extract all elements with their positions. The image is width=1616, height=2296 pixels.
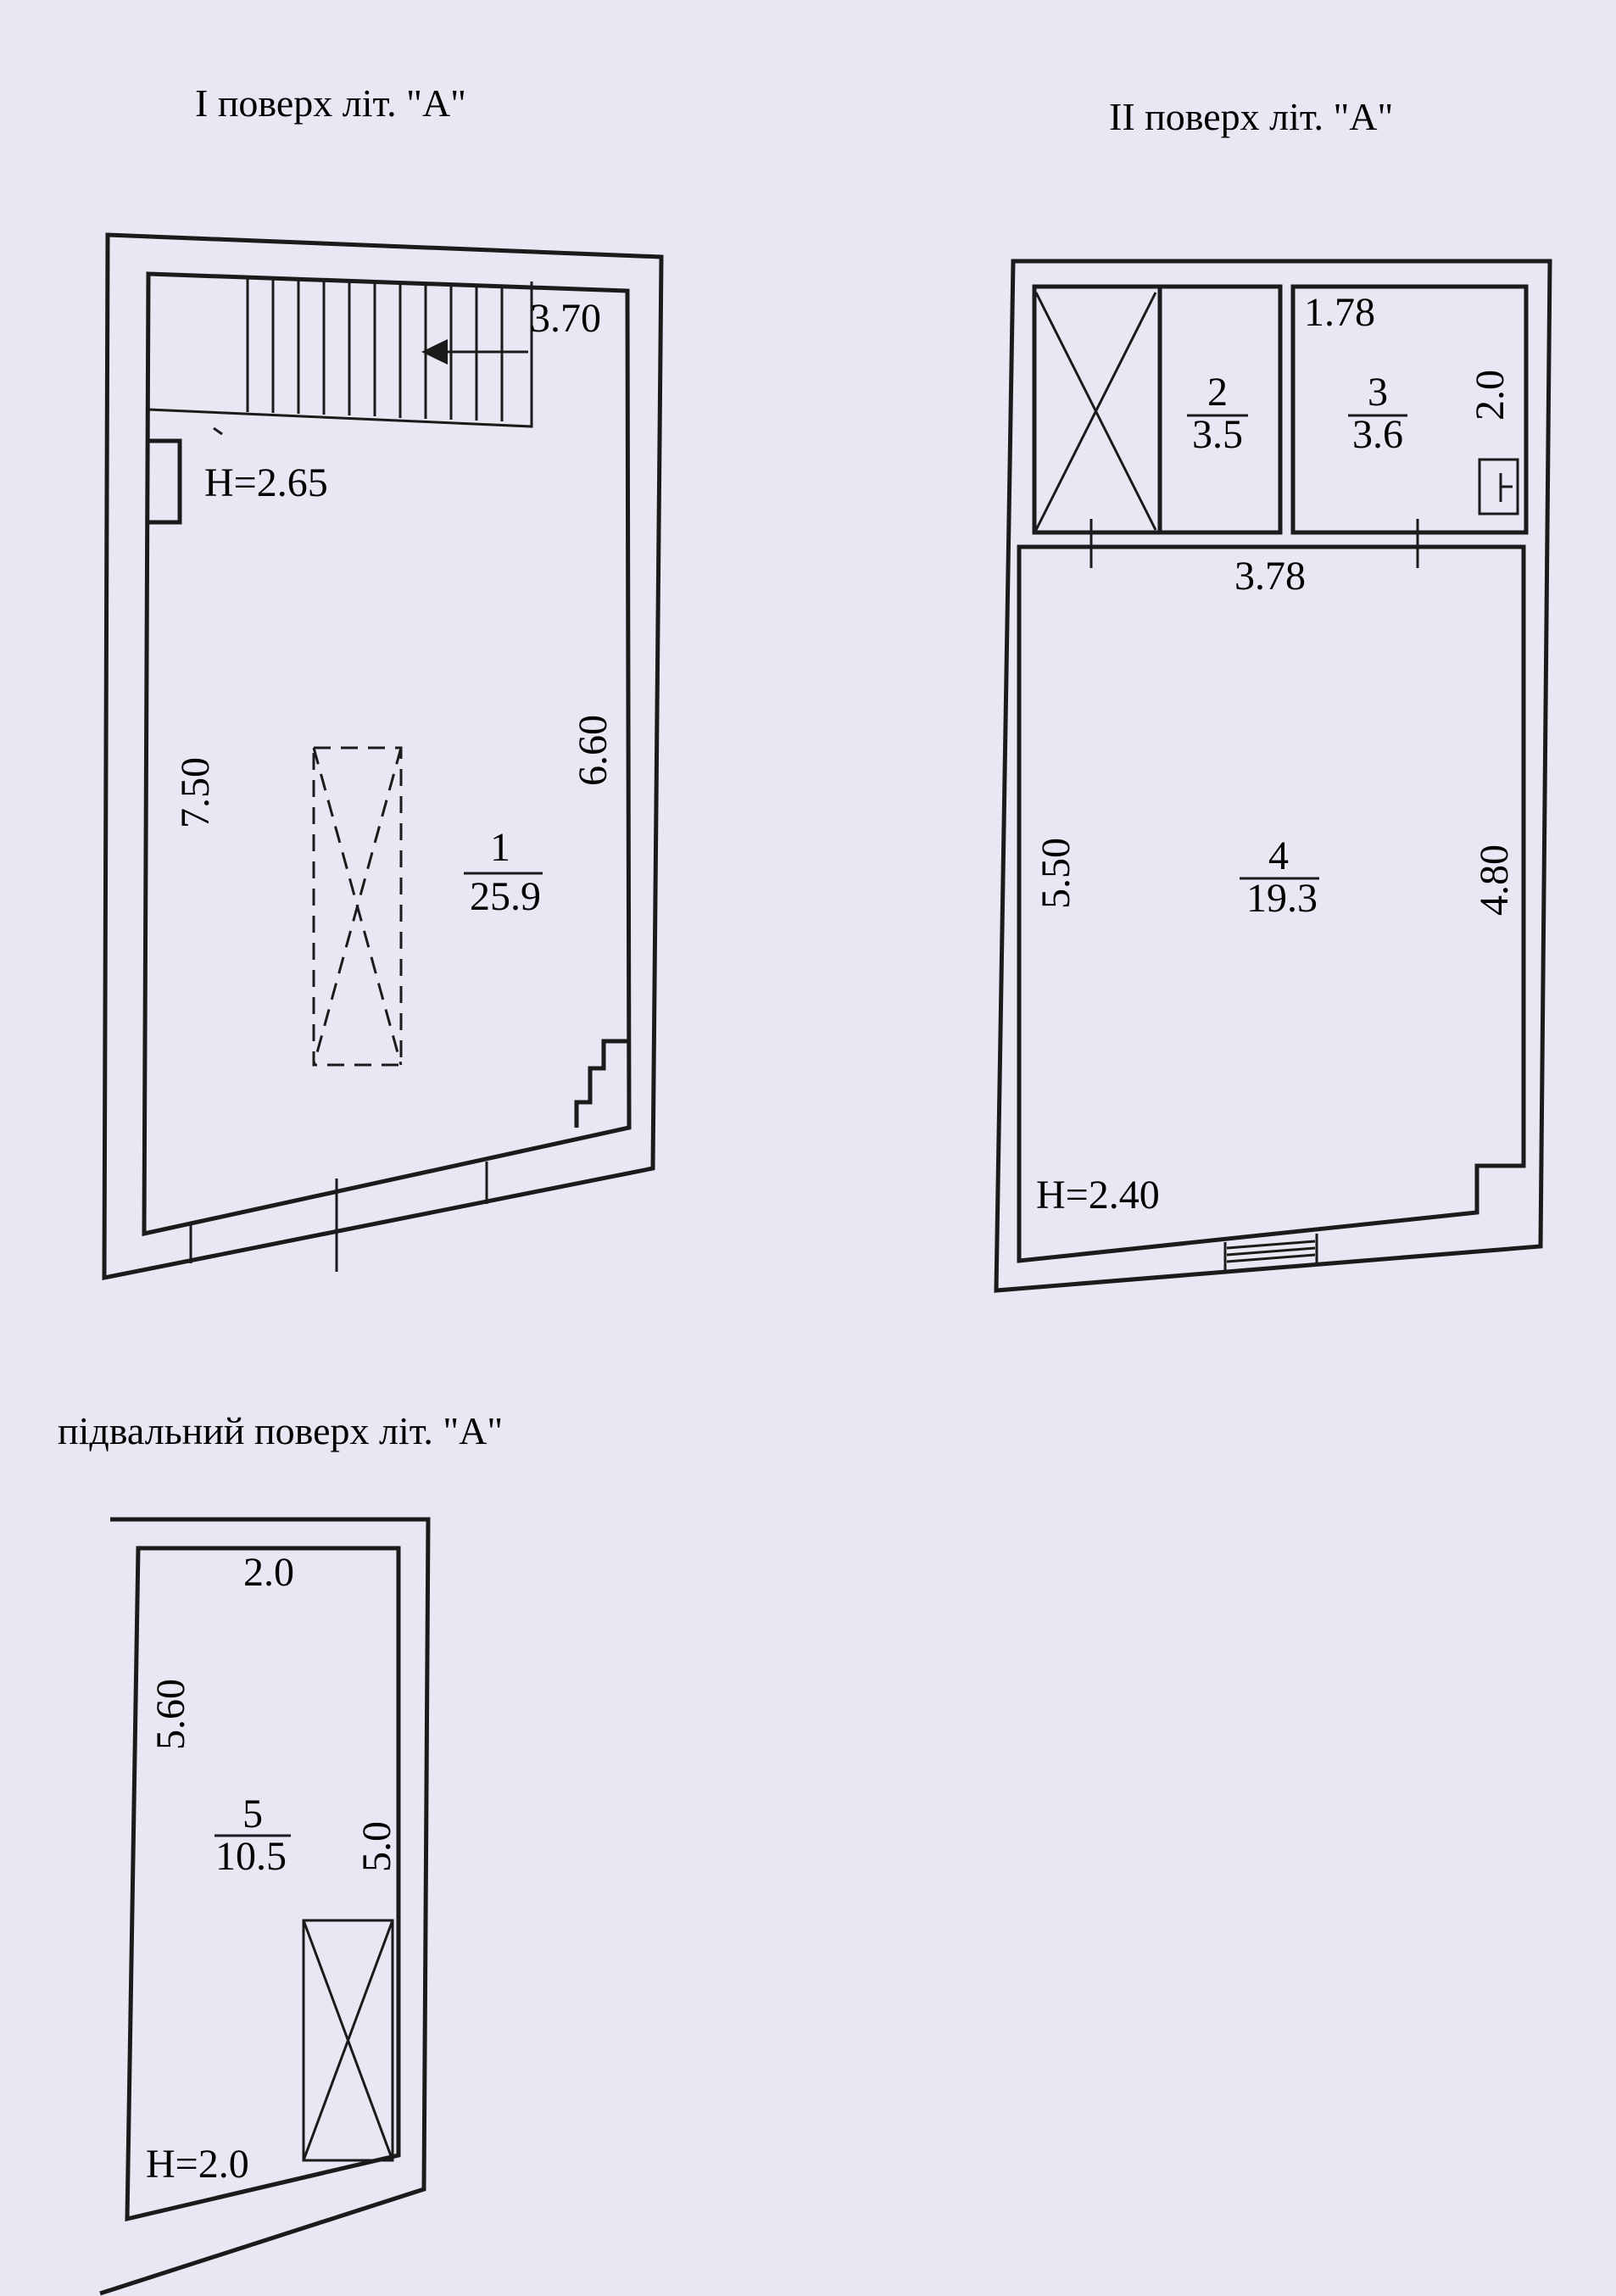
basement-outer-wall — [99, 1517, 431, 2296]
basement-dim-left: 5.60 — [148, 1679, 193, 1750]
floor-2-door-marks — [1089, 519, 1419, 568]
room-1-number: 1 — [490, 825, 510, 870]
floor-1-plan: I поверх літ. "А" 3.70 H=2.65 7.50 6.60 … — [102, 81, 664, 1281]
room-2-number: 2 — [1207, 370, 1228, 415]
floor-1-window — [189, 1162, 488, 1272]
room-3-outline — [1290, 284, 1529, 535]
room-5-area: 10.5 — [215, 1834, 287, 1879]
arrow-head-icon — [421, 339, 448, 365]
room-3-number: 3 — [1368, 370, 1388, 415]
room-3-fixture-icon — [1478, 458, 1519, 515]
floor-2-outer-wall — [994, 259, 1552, 1293]
basement-dim-right: 5.0 — [354, 1821, 399, 1872]
room-3-depth: 2.0 — [1468, 370, 1513, 421]
basement-stair-opening — [302, 1919, 394, 2162]
floor-1-corner-step — [574, 1039, 629, 1128]
floor-1-dim-right: 6.60 — [571, 715, 616, 786]
floor-1-height: H=2.65 — [204, 460, 328, 505]
floor-1-inner-wall — [142, 271, 632, 1237]
floor-2-title: II поверх літ. "А" — [1109, 95, 1393, 138]
basement-title: підвальний поверх літ. "А" — [58, 1409, 503, 1452]
room-3-area: 3.6 — [1352, 412, 1403, 457]
floor-1-outer-wall — [102, 232, 664, 1281]
room-1-area: 25.9 — [470, 874, 541, 919]
floor-2-stair-opening — [1034, 292, 1157, 531]
floor-2-inner-wall — [1017, 544, 1526, 1263]
floor-1-title: I поверх літ. "А" — [195, 81, 466, 125]
floor-1-staircase — [148, 277, 533, 436]
room-2-area: 3.5 — [1192, 412, 1243, 457]
floor-2-window — [1223, 1234, 1318, 1272]
room-2-outline — [1032, 284, 1283, 535]
basement-height: H=2.0 — [146, 2142, 249, 2187]
basement-width: 2.0 — [243, 1550, 294, 1595]
room-4-width: 3.78 — [1234, 554, 1306, 599]
floor-1-stair-width: 3.70 — [530, 296, 601, 341]
floor-1-void-opening — [312, 746, 403, 1067]
room-4-area: 19.3 — [1246, 876, 1318, 921]
room-3-width: 1.78 — [1304, 290, 1375, 335]
room-4-dim-left: 5.50 — [1034, 838, 1078, 909]
basement-inner-wall — [125, 1546, 401, 2222]
room-5-number: 5 — [242, 1792, 263, 1836]
floor-2-plan: II поверх літ. "А" 2 3.5 1.78 2.0 3 3.6 … — [994, 95, 1552, 1293]
floor-1-niche — [148, 438, 182, 525]
floor-1-dim-left: 7.50 — [173, 757, 218, 828]
floor-2-height: H=2.40 — [1036, 1173, 1160, 1218]
room-4-dim-right: 4.80 — [1472, 844, 1517, 916]
room-4-number: 4 — [1268, 833, 1289, 878]
basement-plan: підвальний поверх літ. "А" 2.0 5.60 5.0 … — [58, 1409, 503, 2296]
